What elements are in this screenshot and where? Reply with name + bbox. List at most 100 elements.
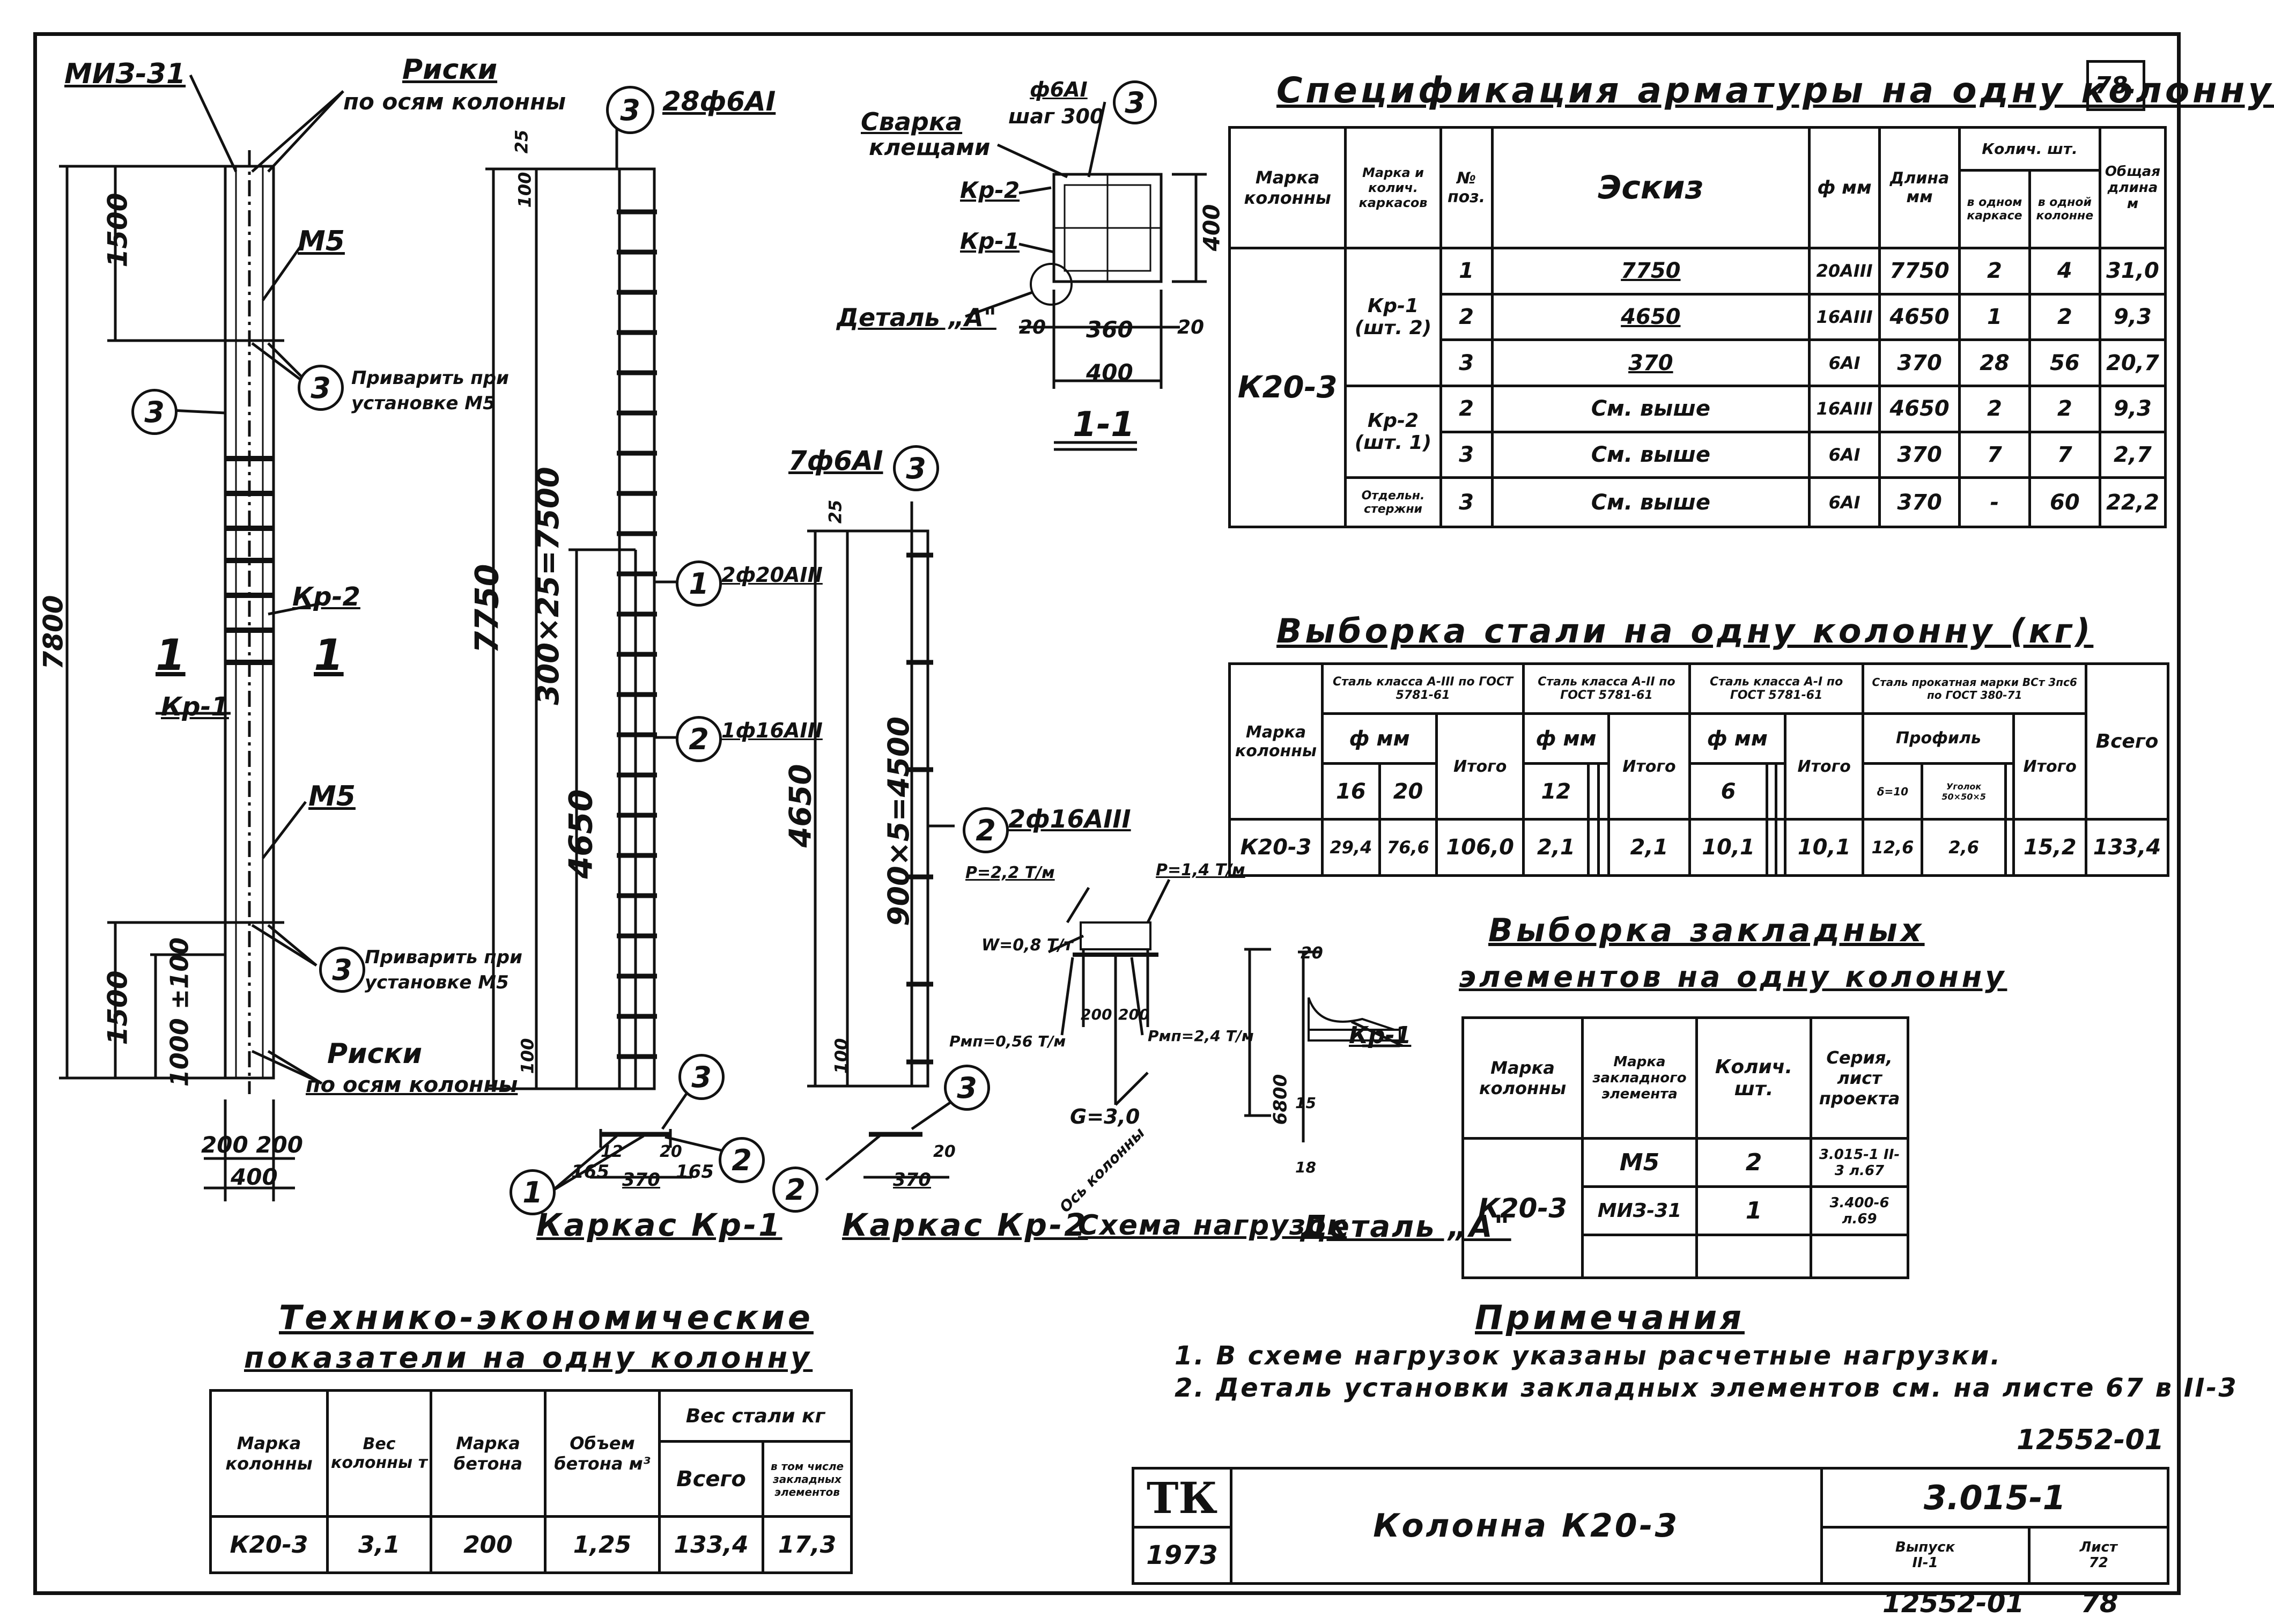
sec-dim-20a: 20 — [1019, 316, 1046, 338]
spec-cell: 4 — [2028, 247, 2101, 296]
kr1-sec-20: 20 — [660, 1142, 682, 1161]
dim-400: 400 — [231, 1164, 278, 1190]
kr1-label: Кр-1 — [161, 692, 229, 722]
emb-cell: 2 — [1695, 1137, 1812, 1188]
weld-bot-line2: установке М5 — [365, 972, 509, 993]
section-mark-right: 1 — [314, 630, 344, 680]
spec-cell: 20,7 — [2098, 338, 2167, 387]
spec-cell: 6АI — [1808, 430, 1881, 479]
dim-200-200: 200 200 — [201, 1132, 303, 1158]
kr1-pos3-label: 28ф6АI — [662, 86, 776, 117]
table-row: К20-3 Кр-1 (шт. 2) 1 7750 20АIII 7750 2 … — [1228, 247, 2167, 528]
spec-h-karkas: Марка и колич. каркасов — [1344, 126, 1442, 249]
weld-bot-line1: Приварить при — [365, 947, 522, 968]
sec-caption: 1-1 — [1073, 405, 1135, 445]
tech-table: Марка колонны Вес колонны т Марка бетона… — [209, 1389, 853, 1574]
sec-weld-label: Сварка — [861, 107, 963, 136]
steel-p2: Уголок 50×50×5 — [1921, 762, 2007, 821]
kr2-dim-4650: 4650 — [783, 764, 818, 848]
emb-cell: МИЗ-31 — [1581, 1185, 1698, 1236]
table-row: К20-3 29,4 76,6 106,0 2,1 2,1 10,1 10,1 … — [1228, 818, 2169, 877]
note-1: 1. В схеме нагрузок указаны расчетные на… — [1175, 1341, 2002, 1371]
spec-cell: 370 — [1878, 476, 1961, 528]
steel-cell: 2,1 — [1607, 818, 1691, 877]
sec-kr2-label: Кр-2 — [960, 177, 1020, 203]
steel-table-title: Выборка стали на одну колонну (кг) — [1276, 611, 2094, 651]
tech-title-1: Технико-экономические — [279, 1298, 814, 1337]
spec-cell: 370 — [1878, 430, 1961, 479]
tech-cell: 133,4 — [658, 1515, 764, 1574]
kr1-dim-25: 25 — [511, 129, 532, 154]
spec-cell: 2 — [1439, 384, 1494, 433]
dim-1500-top: 1500 — [102, 193, 134, 268]
table-row: Отдельн. стержни 3 См. выше 6АI 370 - 60… — [1230, 476, 2167, 528]
embedded-table: Марка колонны Марка закладного элемента … — [1461, 1016, 1909, 1279]
steel-h-itogo: Итого — [1607, 712, 1691, 821]
load-d200a: 200 — [1081, 1006, 1112, 1023]
spec-cell: 6АI — [1808, 338, 1881, 387]
kr2-label: Кр-2 — [292, 582, 360, 612]
kr1-sec-165a: 165 — [571, 1161, 609, 1183]
spec-cell: 20АIII — [1808, 247, 1881, 296]
dim-total-7800: 7800 — [38, 595, 69, 670]
kr1-dim-4650: 4650 — [562, 789, 600, 879]
m5-bottom-label: М5 — [308, 780, 356, 813]
notes-title: Примечания — [1475, 1298, 1745, 1337]
steel-h-prof: Сталь прокатная марки ВСт 3пс6 по ГОСТ 3… — [1862, 662, 2087, 715]
emb-h1: Марка колонны — [1461, 1016, 1584, 1140]
sec-dim-400-h: 400 — [1086, 359, 1133, 386]
dim-1500-bottom: 1500 — [102, 970, 134, 1045]
steel-p1: δ=10 — [1862, 762, 1924, 821]
spec-h-qty: Колич. шт. — [1958, 126, 2101, 172]
stamp-sheet-value: 72 — [2088, 1555, 2108, 1571]
table-row: Кр-2 (шт. 1) 2 См. выше 16АIII 4650 2 2 … — [1230, 384, 2167, 479]
stamp-year: 1973 — [1132, 1526, 1232, 1585]
spec-table: Марка колонны Марка и колич. каркасов № … — [1228, 126, 2167, 528]
spec-table-title: Спецификация арматуры на одну колонну — [1276, 70, 2274, 111]
kr1-dim-spacing: 300×25=7500 — [530, 467, 566, 705]
stamp-sheet-label: Лист — [2079, 1539, 2117, 1556]
steel-h-a1: Сталь класса А-I по ГОСТ 5781-61 — [1688, 662, 1865, 715]
load-g: G=3,0 — [1070, 1105, 1140, 1128]
emb-cell: 1 — [1695, 1185, 1812, 1236]
detail-d15: 15 — [1295, 1094, 1316, 1112]
steel-cell: 133,4 — [2085, 818, 2169, 877]
spec-karkas: Кр-2 (шт. 1) — [1344, 384, 1442, 479]
tech-h2: Вес колонны т — [326, 1389, 432, 1518]
emb-cell: М5 — [1581, 1137, 1698, 1188]
weld-top-line1: Приварить при — [351, 367, 509, 389]
spec-cell: См. выше — [1490, 384, 1811, 433]
kr1-sec-pos3-circle: 3 — [678, 1054, 725, 1100]
spec-cell: 4650 — [1490, 292, 1811, 342]
steel-h-a2: Сталь класса А-II по ГОСТ 5781-61 — [1522, 662, 1691, 715]
stamp-issue-label: Выпуск — [1895, 1539, 1955, 1556]
steel-h-itogo: Итого — [2012, 712, 2087, 821]
spec-cell: 7750 — [1490, 247, 1811, 296]
load-caption: Схема нагрузок — [1078, 1209, 1347, 1242]
kr2-sec-20: 20 — [933, 1142, 956, 1161]
load-d200b: 200 — [1118, 1006, 1150, 1023]
tech-h4: Объем бетона м³ — [544, 1389, 661, 1518]
kr2-sec-pos3-circle: 3 — [944, 1065, 990, 1111]
spec-karkas: Отдельн. стержни — [1344, 476, 1442, 528]
steel-d16: 16 — [1321, 762, 1381, 821]
steel-h-vsego: Всего — [2085, 662, 2169, 821]
spec-cell: 1 — [1439, 247, 1494, 296]
steel-h-phi: ф мм — [1320, 712, 1438, 765]
kr1-dim-100-top: 100 — [514, 172, 535, 208]
kr1-sec-pos1-circle: 1 — [510, 1169, 556, 1215]
spec-h-marka: Марка колонны — [1228, 126, 1347, 249]
spec-cell: 3 — [1439, 338, 1494, 387]
detail-d18: 18 — [1295, 1158, 1316, 1176]
load-p1: P=2,2 T/м — [965, 863, 1055, 882]
steel-cell: 12,6 — [1862, 818, 1924, 877]
table-row: 2 4650 16АIII 4650 1 2 9,3 — [1230, 292, 2167, 342]
steel-cell: 15,2 — [2012, 818, 2087, 877]
spec-cell: - — [1958, 476, 2031, 528]
kr2-caption: Каркас Кр-2 — [842, 1207, 1088, 1243]
sec-dim-360: 360 — [1086, 316, 1133, 343]
kr2-sec-370: 370 — [893, 1169, 931, 1191]
emb-h4: Серия, лист проекта — [1810, 1016, 1909, 1140]
pos3-circle-top: 3 — [298, 365, 344, 411]
spec-h-pos: № поз. — [1439, 126, 1494, 249]
